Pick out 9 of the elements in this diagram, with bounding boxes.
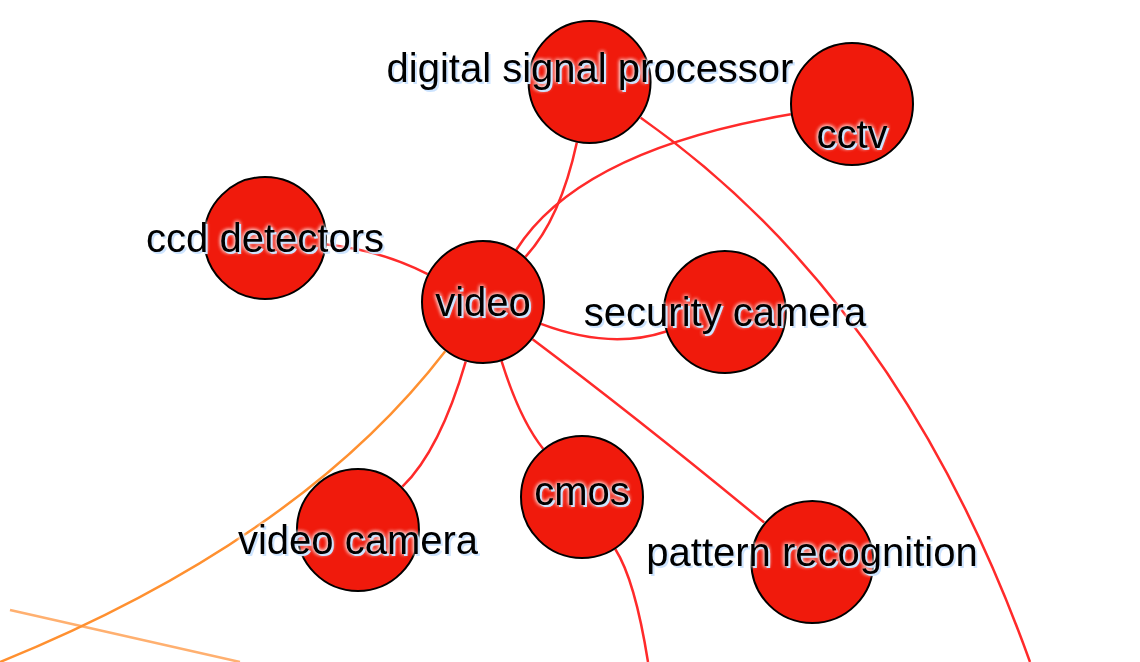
connector-line: [0, 350, 447, 662]
connector-line: [639, 116, 1032, 662]
connector-line: [515, 113, 792, 251]
connector-line: [531, 338, 765, 524]
node-label: cmos: [534, 469, 630, 513]
node-label: video: [435, 280, 531, 324]
node-label: cctv: [816, 112, 888, 156]
connector-line: [614, 548, 650, 662]
connector-line: [524, 142, 579, 258]
